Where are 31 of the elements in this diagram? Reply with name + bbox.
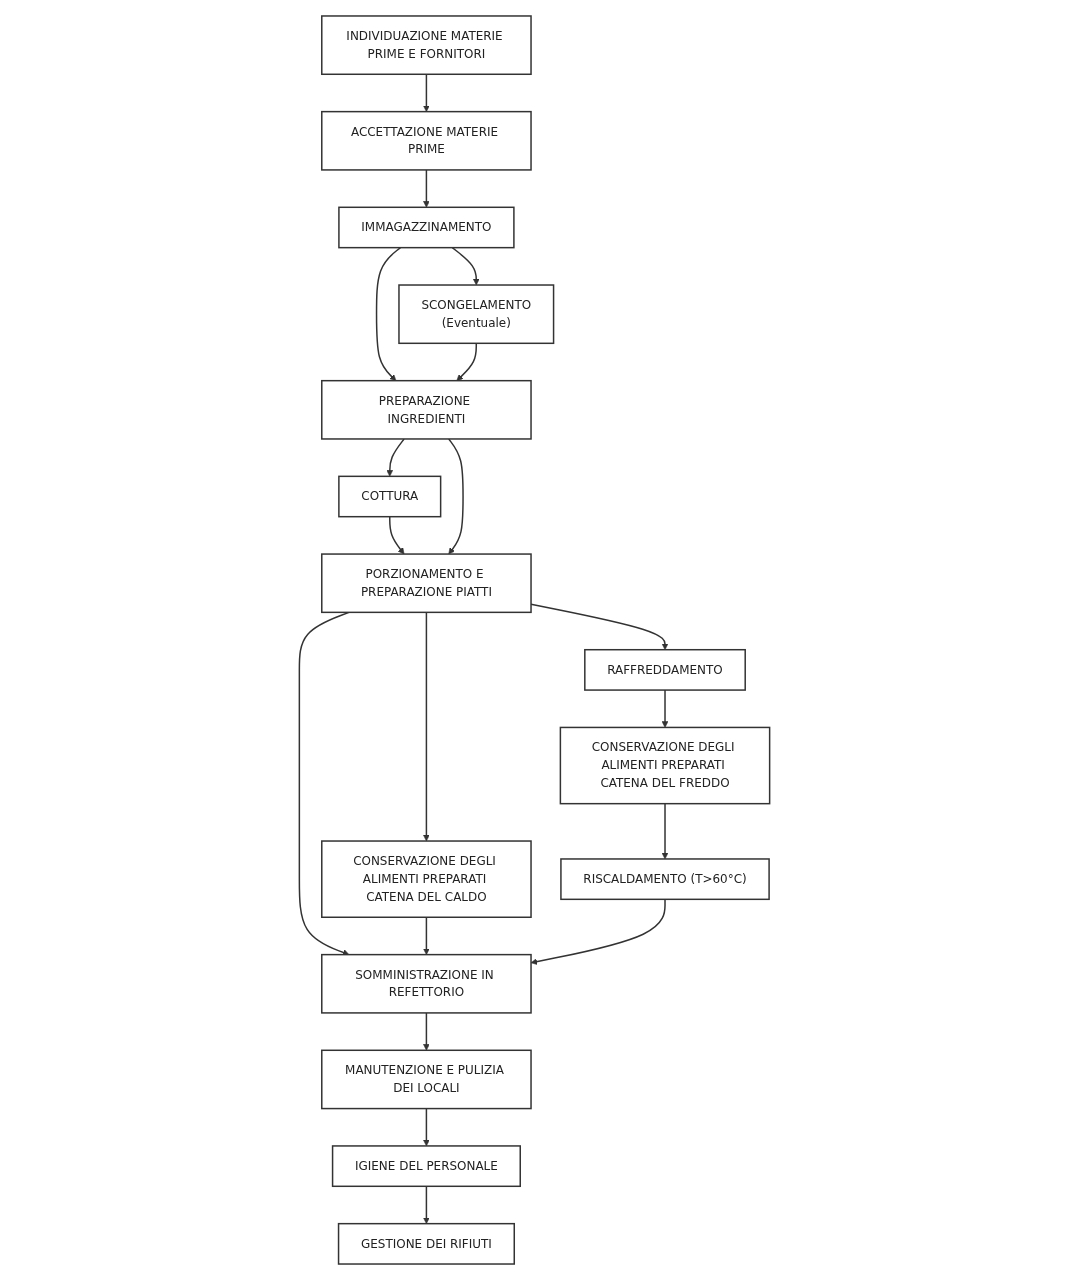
arrow bbox=[448, 438, 464, 555]
node-box: GESTIONE DEI RIFIUTI bbox=[337, 1222, 515, 1265]
arrow bbox=[386, 438, 405, 477]
arrow bbox=[389, 515, 405, 555]
arrow bbox=[456, 342, 477, 381]
node-box: PREPARAZIONE INGREDIENTI bbox=[321, 379, 532, 440]
arrow bbox=[423, 169, 430, 208]
node-box: CONSERVAZIONE DEGLI ALIMENTI PREPARATI CATENA DEL FREDDO bbox=[559, 726, 771, 805]
node-box: MANUTENZIONE E PULIZIA DEI LOCALI bbox=[321, 1049, 532, 1110]
node-box: SCONGELAMENTO (Eventuale) bbox=[398, 284, 555, 345]
node-box: RISCALDAMENTO (T>60°C) bbox=[560, 858, 770, 901]
node-box: CONSERVAZIONE DEGLI ALIMENTI PREPARATI CATENA DEL CALDO bbox=[321, 840, 532, 918]
node-box: IMMAGAZZINAMENTO bbox=[338, 206, 515, 249]
node-box: SOMMINISTRAZIONE IN REFETTORIO bbox=[321, 953, 532, 1014]
arrow bbox=[661, 802, 669, 860]
arrow bbox=[375, 246, 402, 381]
arrow bbox=[451, 246, 480, 286]
node-box: IGIENE DEL PERSONALE bbox=[331, 1145, 521, 1188]
arrow bbox=[423, 916, 430, 955]
node-box: RAFFREDDAMENTO bbox=[584, 648, 746, 691]
node-box: INDIVIDUAZIONE MATERIE PRIME E FORNITORI bbox=[321, 15, 532, 75]
node-box: COTTURA bbox=[338, 475, 442, 518]
node-box: ACCETTAZIONE MATERIE PRIME bbox=[321, 110, 532, 171]
arrow bbox=[423, 1185, 430, 1224]
arrow bbox=[423, 73, 430, 112]
arrow bbox=[661, 689, 669, 728]
arrow bbox=[423, 1107, 430, 1147]
arrow bbox=[423, 611, 430, 842]
node-box: PORZIONAMENTO E PREPARAZIONE PIATTI bbox=[321, 553, 532, 614]
arrow bbox=[423, 1012, 430, 1051]
arrow bbox=[298, 611, 350, 956]
